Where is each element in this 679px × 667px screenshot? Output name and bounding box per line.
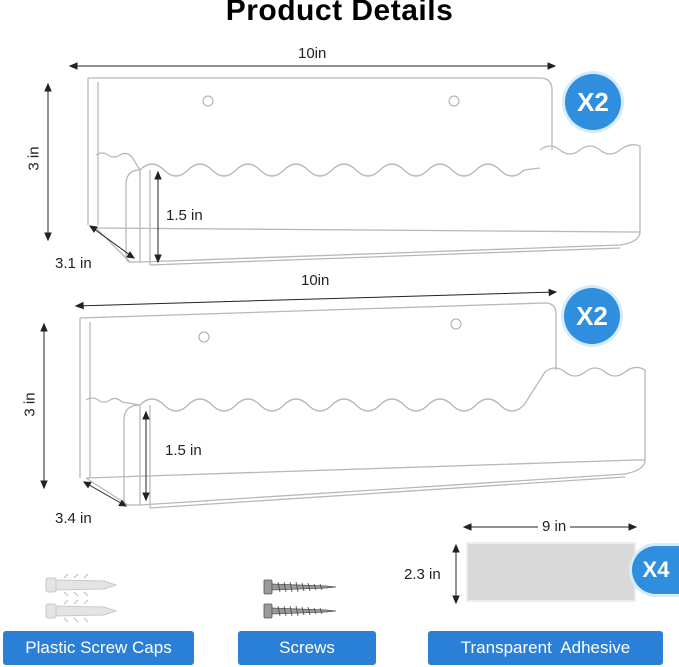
wall-anchor-icon: [45, 573, 118, 623]
screw-caps-label: Plastic Screw Caps: [3, 631, 194, 665]
adhesive-qty-badge: X4: [632, 546, 679, 594]
shelf-top-lip-label: 1.5 in: [166, 207, 203, 224]
adhesive-pad-icon: [466, 542, 636, 602]
adhesive-width-label: 9 in: [538, 518, 571, 535]
shelf-top-qty-badge: X2: [565, 74, 621, 130]
adhesive-label: Transparent Adhesive: [428, 631, 663, 665]
shelf-bottom-lip-label: 1.5 in: [165, 442, 202, 459]
screws-label: Screws: [238, 631, 376, 665]
shelf-bottom-depth-label: 3.4 in: [55, 510, 92, 527]
page-title: Product Details: [225, 0, 454, 27]
shelf-top-depth-label: 3.1 in: [55, 255, 92, 272]
adhesive-height-label: 2.3 in: [404, 566, 441, 583]
shelf-top-width-label: 10in: [298, 45, 327, 62]
shelf-bottom-width-label: 10in: [301, 272, 330, 289]
shelf-bottom-qty-badge: X2: [564, 288, 620, 344]
screw-icon: [263, 579, 337, 619]
